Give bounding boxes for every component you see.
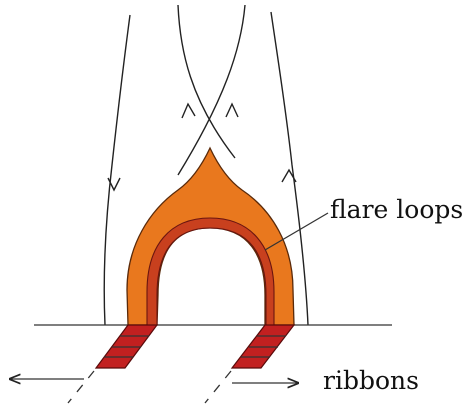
center-right-field-arrow-icon	[226, 104, 238, 117]
center-left-field-arrow-icon	[182, 104, 195, 118]
left-ribbon	[96, 325, 157, 368]
left-outer-field-line	[104, 15, 130, 325]
left-ribbon-dash	[68, 371, 94, 403]
flare-loops-label: flare loops	[330, 195, 462, 224]
right-ribbon-dash	[205, 371, 231, 403]
ribbons-label: ribbons	[323, 366, 419, 395]
right-ribbon	[232, 325, 294, 368]
right-crossing-field-line	[178, 5, 245, 175]
